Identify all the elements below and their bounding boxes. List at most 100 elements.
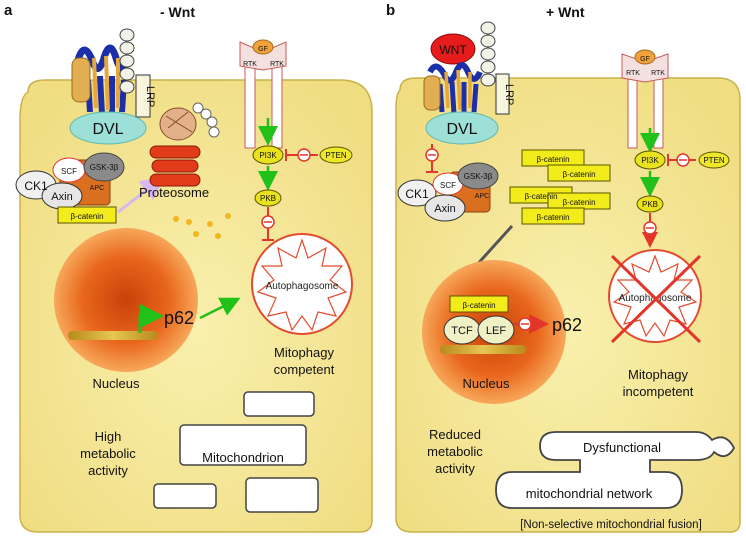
lef (477, 315, 515, 345)
dna-strand-b (440, 345, 526, 354)
mitochondrion-label: Mitochondrion (202, 450, 284, 465)
dvl-label-a: DVL (92, 121, 123, 138)
pten-b (698, 151, 730, 169)
ck1-label-a: CK1 (24, 179, 48, 193)
destruction-complex-b: CK1 SCF GSK-3β Axin APC (397, 162, 499, 222)
pkb-a (254, 189, 282, 207)
fusion-note: [Non-selective mitochondrial fusion] (520, 519, 702, 531)
tcf-label: TCF (451, 325, 473, 337)
lrp-co-receptor-b: LRP (480, 21, 515, 115)
panel-b-title: + Wnt (546, 4, 585, 20)
beta-catenin-stack-2 (547, 164, 611, 182)
frizzled-receptor-a (71, 44, 132, 115)
axin-label-a: Axin (51, 191, 72, 203)
gf-ligand-a (252, 39, 274, 55)
p62-to-autophagosome-arrow-a (199, 297, 241, 320)
activity-a-line3: activity (88, 463, 128, 478)
apc-label-a: APC (90, 185, 104, 192)
dna-strand-a (68, 331, 158, 340)
mitophagy-status-a-line2: competent (274, 362, 335, 377)
rtk-receptor-a: GF RTK RTK (239, 39, 287, 149)
proteosome (149, 102, 220, 187)
degraded-fragments (173, 213, 231, 239)
pi3k-label-a: PI3K (259, 151, 277, 160)
rtk-left-label-a: RTK (243, 61, 257, 68)
pkb-b (636, 195, 664, 213)
lrp-label-b: LRP (503, 84, 515, 105)
p62-label-b: p62 (552, 315, 582, 335)
beta-catenin-stack-5 (521, 207, 585, 225)
transcription-arrow-a (138, 304, 164, 333)
gsk-a (83, 152, 125, 182)
beta-catenin-nuclear (449, 295, 509, 313)
activity-b-line2: metabolic (427, 444, 483, 459)
autophagosome-b: Autophagosome (608, 249, 702, 344)
wnt-ligand (430, 33, 476, 65)
pten-label-b: PTEN (703, 156, 725, 165)
panel-a-letter: a (4, 2, 13, 19)
activity-a-line2: metabolic (80, 446, 136, 461)
pi3k-a (252, 145, 284, 165)
beta-catenin-complex-a (57, 206, 117, 224)
mitophagy-status-b-line1: Mitophagy (628, 367, 688, 382)
pten-a (319, 146, 353, 164)
network-label-line2: mitochondrial network (526, 486, 653, 501)
p62-label-a: p62 (164, 308, 194, 328)
rtk-right-label-b: RTK (651, 70, 665, 77)
mitochondrion-small-1 (243, 391, 315, 417)
proteosome-label: Proteosome (139, 185, 209, 200)
gsk-label-a: GSK-3β (90, 163, 119, 172)
gf-label-a: GF (258, 46, 268, 53)
pi3k-b (634, 150, 666, 170)
frizzled-receptor-b (423, 62, 483, 115)
panel-a: a - Wnt LRP DVL (4, 2, 373, 533)
lef-label: LEF (486, 325, 506, 337)
beta-catenin-label-a: β-catenin (70, 212, 103, 221)
wnt-label: WNT (439, 43, 467, 57)
scf-label-b: SCF (440, 181, 456, 190)
activity-b-line1: Reduced (429, 427, 481, 442)
ck1-label-b: CK1 (405, 187, 429, 201)
pi3k-label-b: PI3K (641, 156, 659, 165)
mitochondrion-small-2 (153, 483, 217, 509)
beta-catenin-stack-label-5: β-catenin (536, 213, 569, 222)
nucleus-label-b: Nucleus (463, 376, 510, 391)
dvl-label-b: DVL (446, 121, 477, 138)
lrp-label-a: LRP (144, 86, 156, 107)
nuclear-import-line (472, 224, 514, 270)
dvl-a (69, 111, 147, 145)
gf-ligand-b (634, 49, 656, 65)
beta-catenin-stack-label-2: β-catenin (562, 170, 595, 179)
panel-a-title: - Wnt (160, 4, 195, 20)
beta-catenin-nuclear-label: β-catenin (462, 301, 495, 310)
gf-label-b: GF (640, 56, 650, 63)
pkb-label-b: PKB (642, 200, 658, 209)
rtk-receptor-b: GF RTK RTK (621, 49, 669, 149)
rtk-left-label-b: RTK (626, 70, 640, 77)
mitophagy-status-b-line2: incompetent (623, 384, 694, 399)
dvl-b (425, 111, 499, 145)
network-label-line1: Dysfunctional (583, 440, 661, 455)
autophagosome-a: Autophagosome (251, 233, 353, 335)
apc-label-b: APC (475, 193, 489, 200)
ck1-b (397, 179, 437, 207)
activity-a-line1: High (95, 429, 122, 444)
mitochondrial-network (495, 431, 736, 509)
beta-catenin-stack-label-1: β-catenin (536, 155, 569, 164)
gsk-b (457, 162, 499, 190)
pkb-label-a: PKB (260, 194, 276, 203)
axin-b (424, 194, 466, 222)
activity-b-line3: activity (435, 461, 475, 476)
panel-b: b + Wnt WNT LRP DVL (386, 2, 741, 533)
mitochondrion-main (179, 424, 307, 466)
beta-catenin-stack-label-3: β-catenin (524, 192, 557, 201)
panel-b-letter: b (386, 2, 395, 19)
destruction-complex-a: CK1 SCF GSK-3β Axin APC β-catenin (15, 152, 125, 224)
axin-label-b: Axin (434, 203, 455, 215)
autophagy-blocked-cross (610, 254, 702, 344)
beta-catenin-stack: β-catenin β-catenin β-catenin β-catenin … (509, 149, 611, 225)
mitochondrion-small-3 (245, 477, 319, 513)
mitophagy-status-a-line1: Mitophagy (274, 345, 334, 360)
gsk-label-b: GSK-3β (464, 172, 493, 181)
